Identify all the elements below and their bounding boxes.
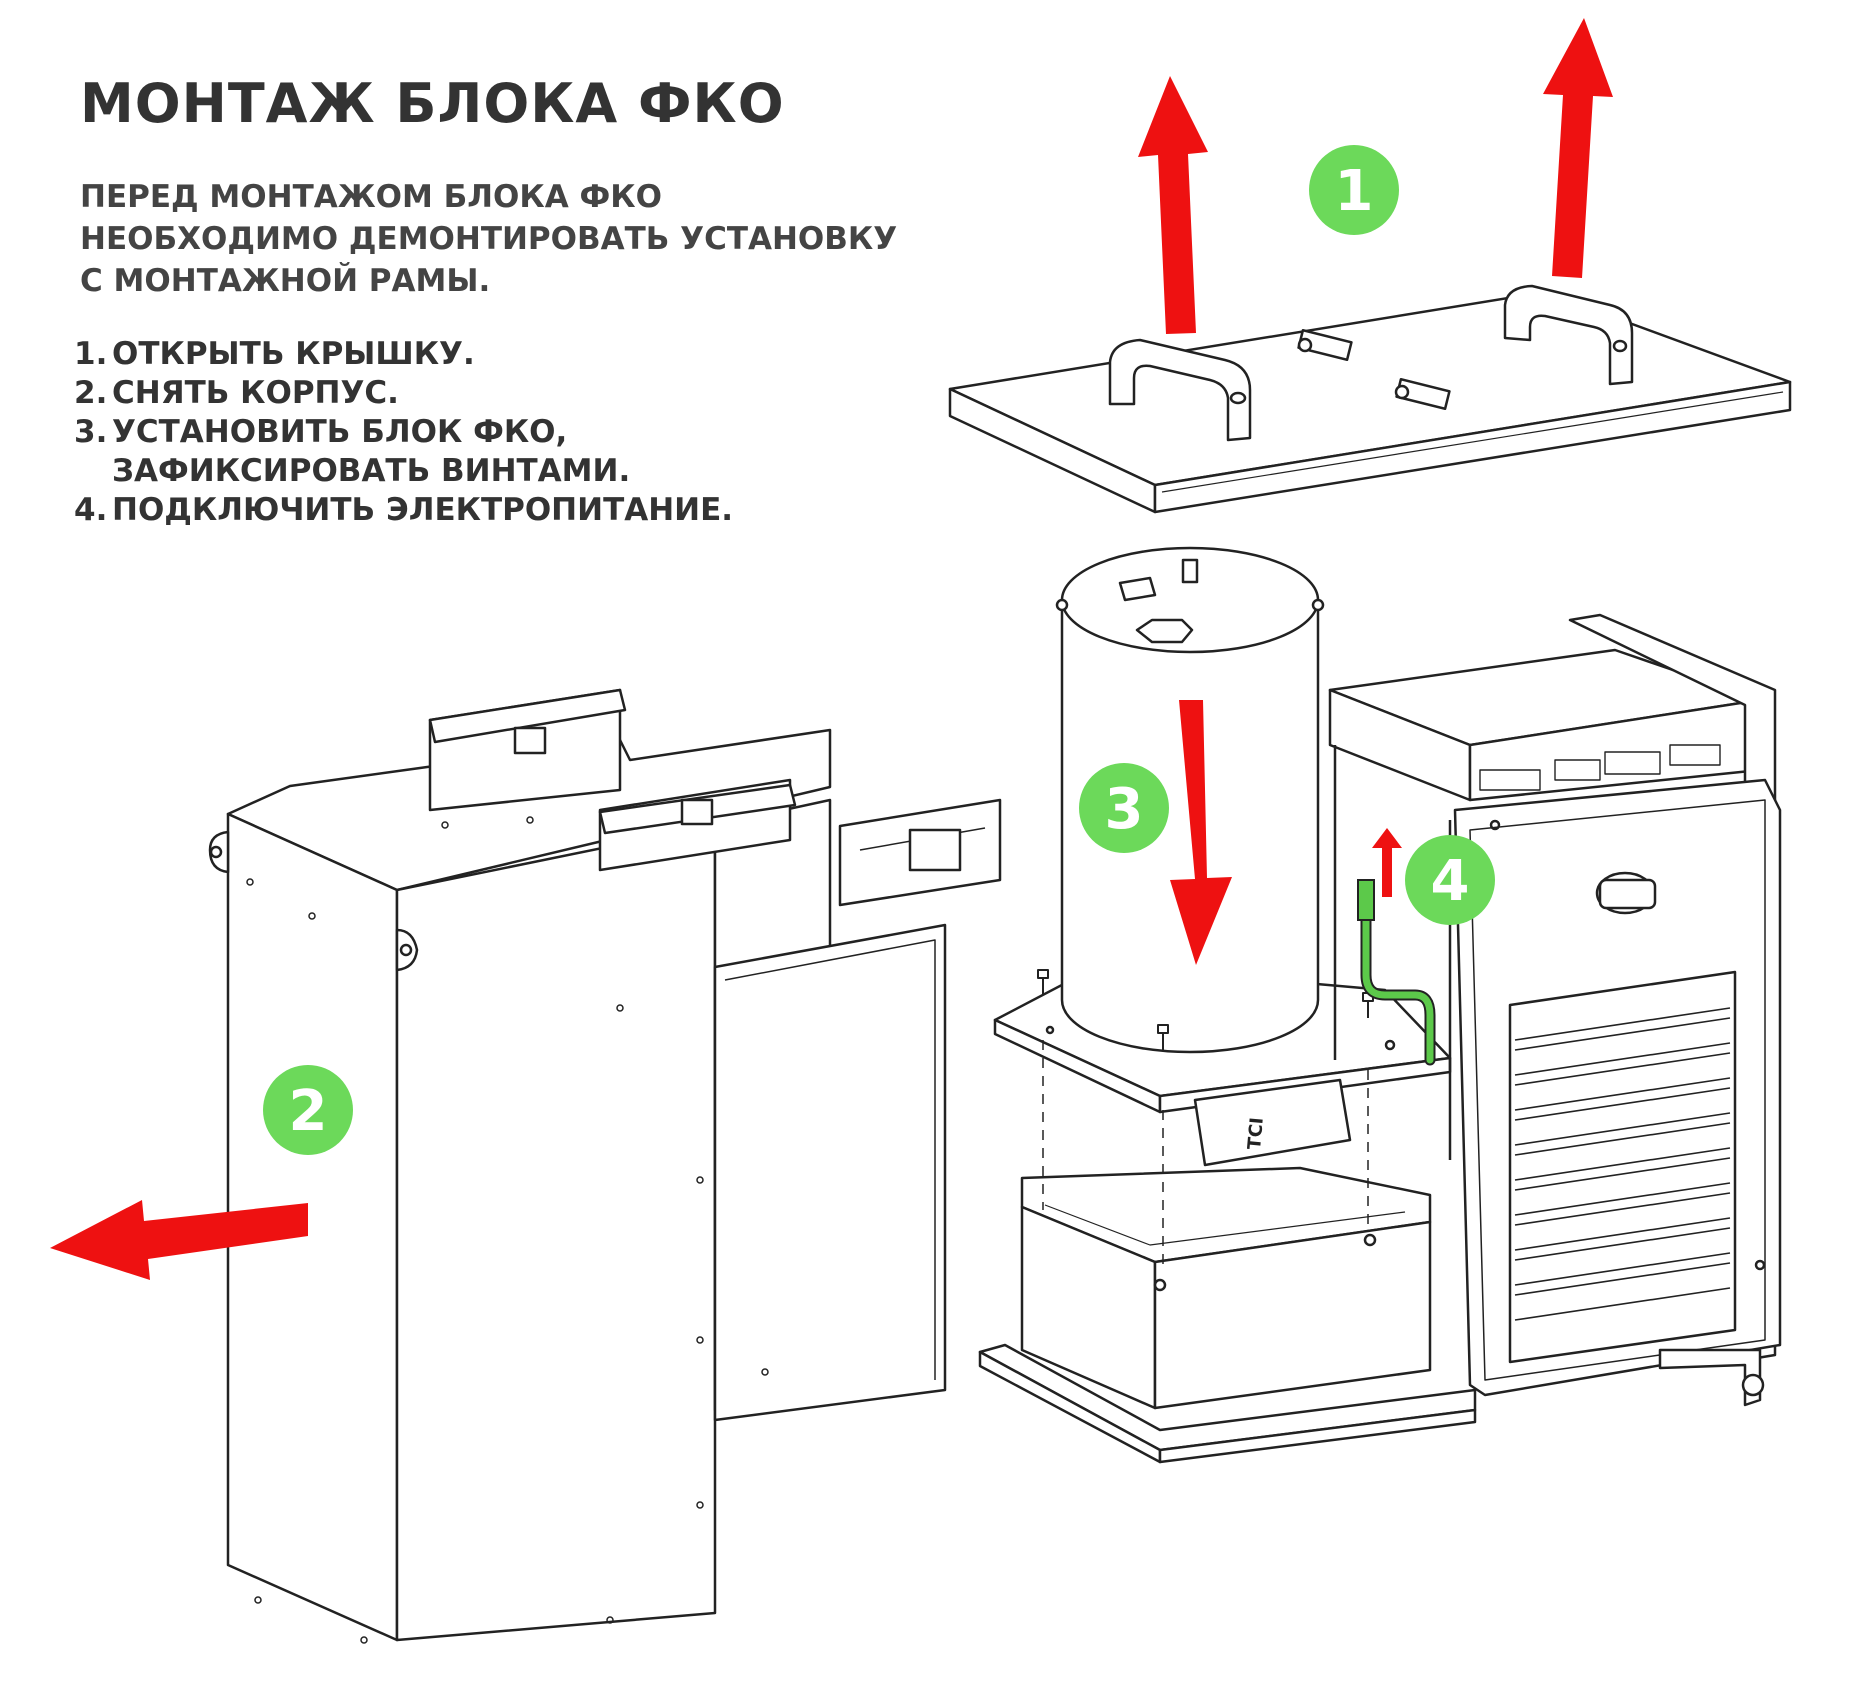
step-item: 4.ПОДКЛЮЧИТЬ ЭЛЕКТРОПИТАНИЕ. (74, 491, 733, 530)
step-text: УСТАНОВИТЬ БЛОК ФКО, (112, 414, 568, 450)
power-cable (1357, 879, 1436, 1066)
step-item: 3.УСТАНОВИТЬ БЛОК ФКО, (74, 413, 733, 452)
lid (948, 284, 1792, 514)
intro-line: ПЕРЕД МОНТАЖОМ БЛОКА ФКО (80, 179, 662, 215)
arrow-down (1170, 700, 1232, 965)
lid-handle-left (1108, 338, 1252, 442)
housing-hinge (428, 688, 627, 744)
badge-number: 4 (1431, 849, 1470, 914)
intro-line: НЕОБХОДИМО ДЕМОНТИРОВАТЬ УСТАНОВКУ (80, 221, 898, 257)
badge-number: 2 (289, 1079, 328, 1144)
step-number: 3. (74, 414, 108, 450)
device-label: TCI (1244, 1117, 1268, 1151)
badge-step-4: 4 (1405, 835, 1495, 925)
page-title: МОНТАЖ БЛОКА ФКО (80, 72, 785, 135)
direction-arrows (50, 18, 1613, 1280)
lid-handle-right (1503, 284, 1634, 386)
intro-line: С МОНТАЖНОЙ РАМЫ. (80, 263, 491, 299)
step-number: 2. (74, 375, 108, 411)
steps-list: 1.ОТКРЫТЬ КРЫШКУ. 2.СНЯТЬ КОРПУС. 3.УСТА… (74, 335, 733, 530)
step-text: ОТКРЫТЬ КРЫШКУ. (112, 336, 475, 372)
lid-latch (1297, 328, 1451, 411)
panel-knob (1595, 871, 1657, 915)
badge-step-3: 3 (1079, 763, 1169, 853)
step-item: 2.СНЯТЬ КОРПУС. (74, 374, 733, 413)
step-badges: 1 2 3 4 (263, 145, 1495, 1155)
badge-number: 3 (1105, 777, 1144, 842)
housing (208, 688, 1002, 1644)
step-text: СНЯТЬ КОРПУС. (112, 375, 399, 411)
arrow-up-right (1543, 18, 1613, 278)
arrow-cable-up (1372, 828, 1402, 897)
badge-step-2: 2 (263, 1065, 353, 1155)
arrow-up-left (1138, 76, 1208, 334)
fixing-screws (1037, 969, 1374, 1270)
lower-box (1020, 1166, 1432, 1410)
arrow-left (50, 1200, 308, 1280)
step-number: 4. (74, 492, 108, 528)
filter-cylinder (1055, 546, 1325, 1054)
intro-text: ПЕРЕД МОНТАЖОМ БЛОКА ФКО НЕОБХОДИМО ДЕМО… (80, 176, 897, 302)
badge-number: 1 (1335, 159, 1374, 224)
step-item: ЗАФИКСИРОВАТЬ ВИНТАМИ. (74, 452, 733, 491)
step-text: ПОДКЛЮЧИТЬ ЭЛЕКТРОПИТАНИЕ. (112, 492, 734, 528)
mounting-frame (978, 1343, 1477, 1464)
step-number: 1. (74, 336, 108, 372)
fan-grille (1508, 970, 1737, 1364)
badge-step-1: 1 (1309, 145, 1399, 235)
step-item: 1.ОТКРЫТЬ КРЫШКУ. (74, 335, 733, 374)
step-text: ЗАФИКСИРОВАТЬ ВИНТАМИ. (112, 453, 631, 489)
main-unit (1328, 613, 1782, 1407)
